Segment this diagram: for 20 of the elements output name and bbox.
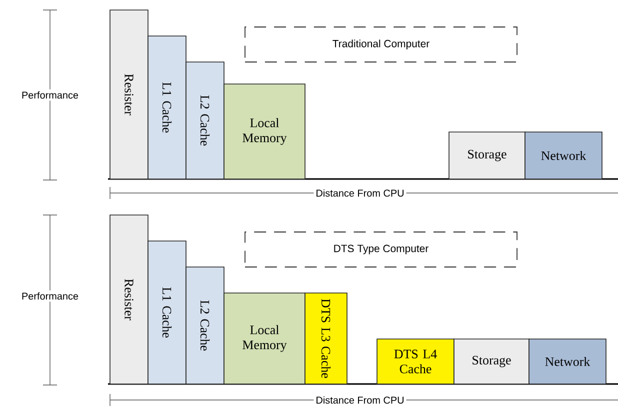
bar-block: Network: [528, 338, 606, 384]
axis-label: Performance: [20, 89, 81, 101]
bar-block: Storage: [448, 132, 526, 180]
dashed-frame: DTS Type Computer: [244, 232, 518, 268]
bar-block: Resister: [110, 214, 148, 384]
bar-block: Local Memory: [224, 292, 306, 384]
bar-block: L2 Cache: [186, 266, 224, 384]
bar-block: DTS L4 Cache: [376, 338, 454, 384]
bar-block: L1 Cache: [148, 36, 186, 180]
bar-block: Resister: [110, 10, 148, 180]
bar-block: L2 Cache: [186, 62, 224, 180]
axis-label: Distance From CPU: [314, 394, 406, 406]
bar-block: Local Memory: [224, 84, 306, 180]
bar-block: Storage: [454, 338, 530, 384]
axis-label: Performance: [20, 290, 81, 302]
dashed-frame: Traditional Computer: [244, 26, 518, 62]
bar-block: Network: [524, 132, 602, 180]
bar-block: L1 Cache: [148, 240, 186, 384]
bar-block: DTS L3 Cache: [304, 292, 348, 384]
axis-label: Distance From CPU: [314, 187, 406, 199]
